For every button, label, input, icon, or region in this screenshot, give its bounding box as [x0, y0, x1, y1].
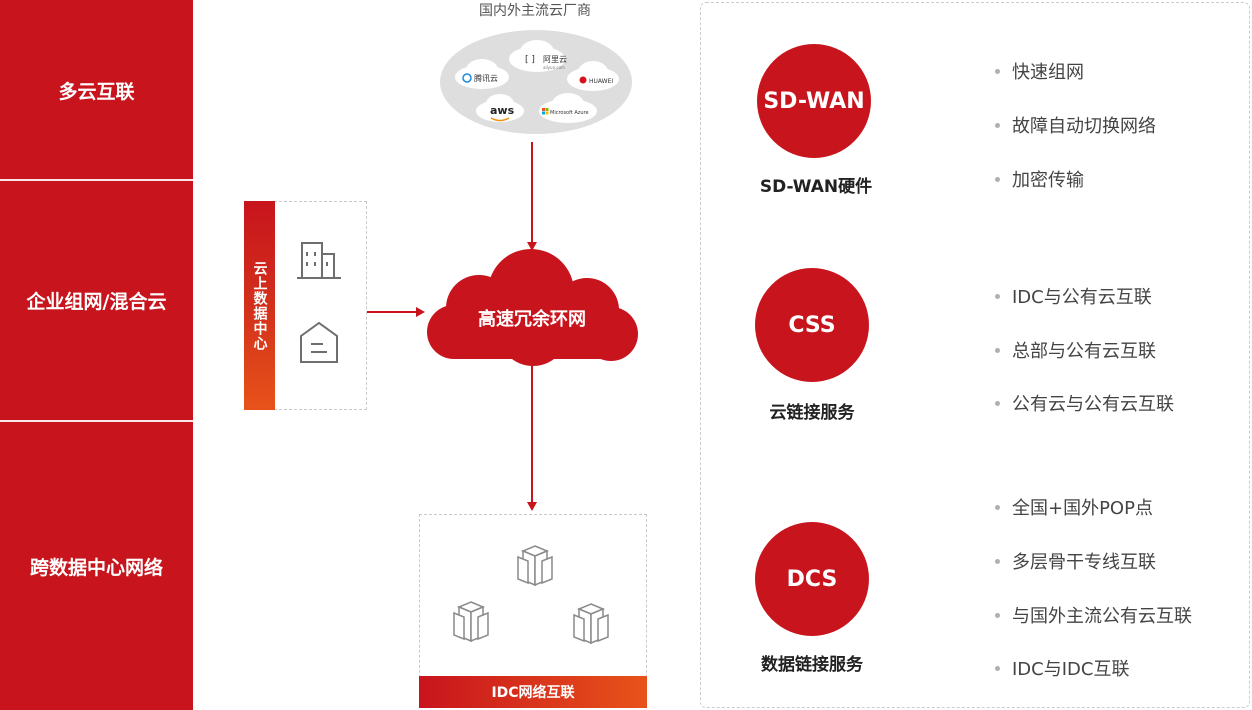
feature-item: IDC与公有云互联	[995, 283, 1152, 309]
feature-item: 全国+国外POP点	[995, 494, 1153, 520]
feature-label: 总部与公有云互联	[1012, 341, 1156, 362]
feature-label: 多层骨干专线互联	[1012, 552, 1156, 573]
feature-item: 公有云与公有云互联	[995, 390, 1174, 416]
services-panel	[700, 2, 1250, 708]
bullet-dot	[995, 347, 1000, 353]
vendor-logo-aliyun: 阿里云	[543, 55, 567, 64]
scenario-hybrid-cloud: 企业组网/混合云	[26, 291, 167, 313]
bullet-dot	[995, 504, 1000, 510]
scenario-column: 多云互联 企业组网/混合云 跨数据中心网络	[0, 0, 193, 710]
feature-item: 多层骨干专线互联	[995, 548, 1156, 574]
vendor-logo-aws: aws	[490, 104, 515, 117]
feature-label: 快速组网	[1012, 62, 1084, 83]
idc-label: IDC网络互联	[419, 676, 647, 708]
house-icon	[300, 321, 338, 363]
feature-label: 故障自动切换网络	[1012, 116, 1156, 137]
connector-arrows	[367, 142, 537, 511]
divider	[0, 179, 193, 181]
feature-label: 与国外主流公有云互联	[1012, 606, 1192, 627]
bullet-dot	[995, 612, 1000, 618]
bullet-dot	[995, 665, 1000, 671]
cloud-datacenter-label: 云上数据中心	[244, 201, 275, 410]
dcs-caption: 数据链接服务	[761, 655, 863, 675]
bullet-dot	[995, 68, 1000, 74]
scenario-cross-datacenter: 跨数据中心网络	[29, 556, 163, 579]
office-building-icon	[297, 242, 341, 279]
feature-label: 公有云与公有云互联	[1012, 394, 1174, 415]
vendor-cloud: 阿里云 [ ] aliyun.com 腾讯云 HUAWEI aws Micros…	[440, 30, 632, 134]
feature-item: 加密传输	[995, 166, 1084, 192]
server-cluster-icon	[517, 545, 553, 587]
bullet-dot	[995, 176, 1000, 182]
divider	[0, 420, 193, 422]
vendor-logo-azure: Microsoft Azure	[550, 110, 589, 116]
svg-text:[ ]: [ ]	[525, 55, 535, 65]
scenario-multicloud: 多云互联	[58, 80, 135, 103]
dcs-circle: DCS	[755, 522, 869, 636]
vendor-logo-tencent: 腾讯云	[474, 73, 498, 83]
server-cluster-icon	[573, 603, 609, 645]
feature-item: 总部与公有云互联	[995, 337, 1156, 363]
feature-item: IDC与IDC互联	[995, 655, 1129, 681]
core-network-cloud	[427, 249, 638, 366]
vendor-logo-aliyun-sub: aliyun.com	[543, 65, 565, 70]
sdwan-caption: SD-WAN硬件	[759, 177, 873, 197]
server-cluster-icon	[453, 601, 489, 643]
feature-item: 与国外主流公有云互联	[995, 602, 1192, 628]
bullet-dot	[995, 558, 1000, 564]
sdwan-circle: SD-WAN	[757, 44, 871, 158]
vendor-caption: 国内外主流云厂商	[479, 3, 591, 19]
feature-item: 故障自动切换网络	[995, 112, 1156, 138]
feature-label: IDC与IDC互联	[1012, 659, 1130, 680]
feature-item: 快速组网	[995, 58, 1084, 84]
feature-label: 加密传输	[1012, 170, 1084, 191]
bullet-dot	[995, 122, 1000, 128]
feature-label: IDC与公有云互联	[1012, 287, 1152, 308]
feature-label: 全国+国外POP点	[1012, 498, 1153, 519]
core-network-label: 高速冗余环网	[478, 309, 586, 330]
bullet-dot	[995, 293, 1000, 299]
css-caption: 云链接服务	[769, 403, 855, 423]
bullet-dot	[995, 400, 1000, 406]
css-circle: CSS	[755, 268, 869, 382]
vendor-logo-huawei: HUAWEI	[589, 78, 613, 85]
